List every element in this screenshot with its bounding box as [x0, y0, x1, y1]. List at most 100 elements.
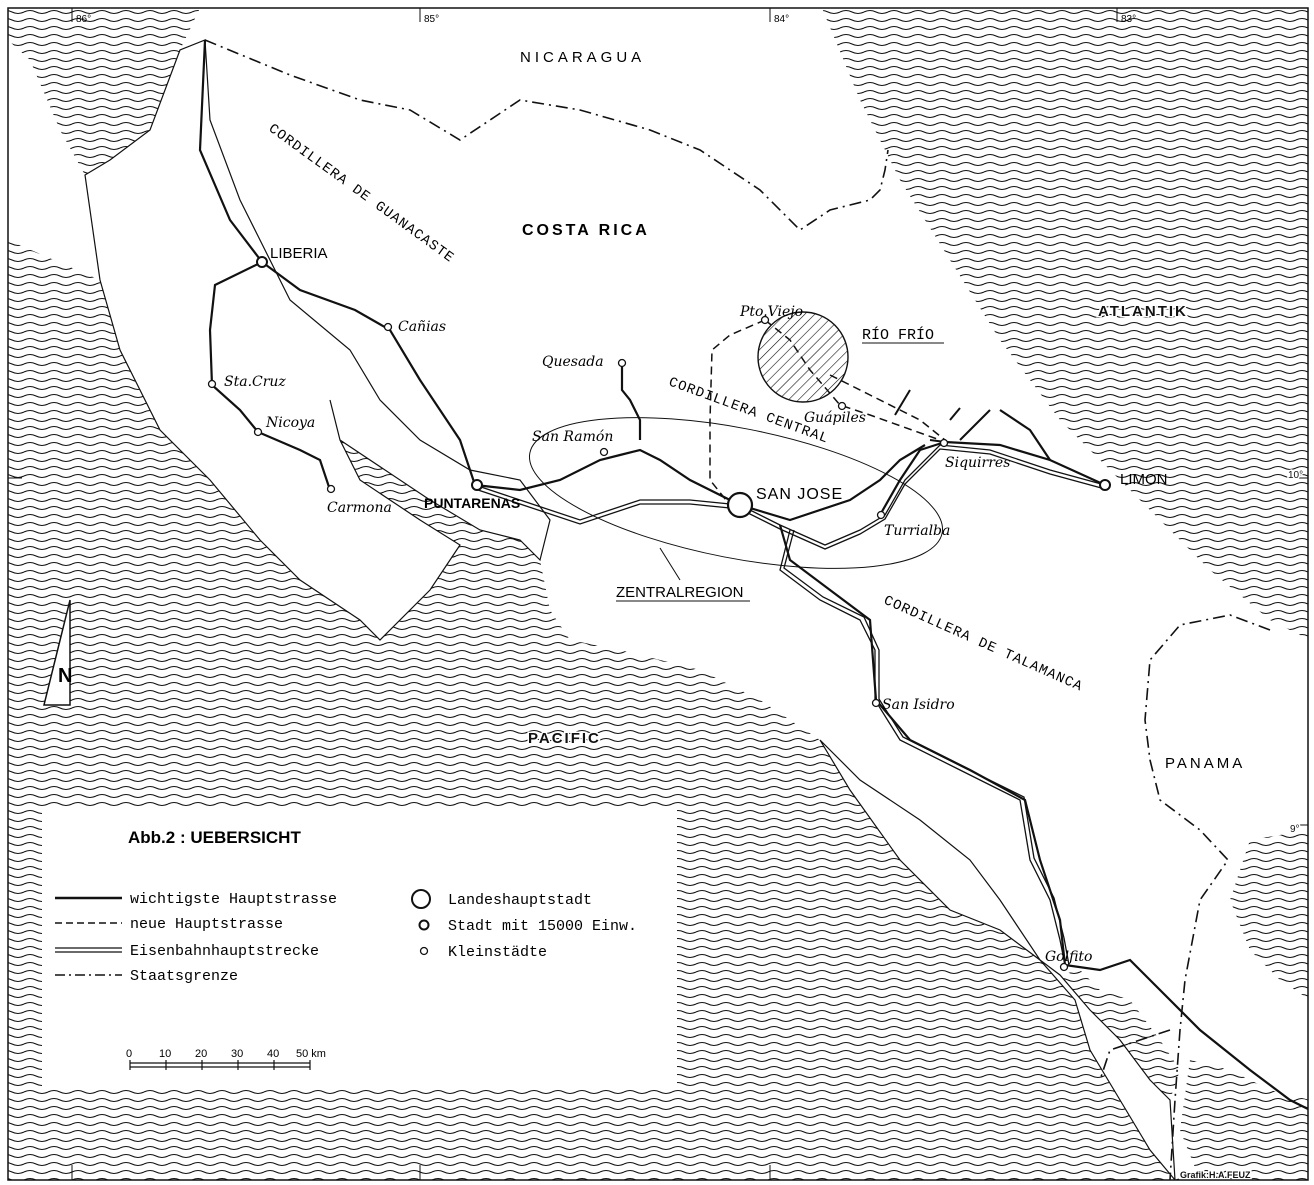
legend-swatch-town: [418, 919, 430, 931]
legend-point-0: Landeshauptstadt: [448, 892, 592, 909]
label-lon-85: 85°: [424, 14, 439, 25]
highway-limon: [944, 440, 1106, 487]
highway-turrialba: [879, 440, 946, 516]
label-lon-86: 86°: [76, 14, 91, 25]
label-guapiles: Guápiles: [804, 410, 866, 426]
scale-tick-3: 30: [231, 1048, 243, 1060]
legend-swatch-small-town: [419, 946, 429, 956]
scale-tick-5: 50 km: [296, 1048, 326, 1060]
legend-line-1: neue Hauptstrasse: [130, 916, 283, 933]
scale-tick-0: 0: [126, 1048, 132, 1060]
label-sta-cruz: Sta.Cruz: [224, 374, 286, 390]
railway-san-isidro: [779, 529, 1066, 966]
label-pacific: PACIFIC: [528, 730, 601, 747]
north-arrow-label: N: [58, 665, 72, 687]
new-highway-guapiles-2: [829, 374, 946, 441]
pacific-sea-northwest: [8, 8, 200, 175]
label-san-jose: SAN JOSE: [756, 486, 843, 503]
label-cordillera-talamanca: CORDILLERA DE TALAMANCA: [881, 593, 1085, 696]
marker-san-isidro: [871, 698, 881, 708]
legend-line-2: Eisenbahnhauptstrecke: [130, 943, 319, 960]
legend: Abb.2 : UEBERSICHT wichtigste Hauptstras…: [42, 808, 677, 1086]
legend-box: [42, 808, 677, 1086]
legend-line-0: wichtigste Hauptstrasse: [130, 891, 337, 908]
label-liberia: LIBERIA: [270, 245, 328, 262]
panama-coast-sea: [1180, 1060, 1308, 1180]
highway-interamericana: [198, 39, 477, 486]
scale-tick-4: 40: [267, 1048, 279, 1060]
marker-golfito: [1059, 962, 1069, 972]
main-highways: [198, 39, 1308, 1111]
pacific-sea-golfito: [1060, 970, 1180, 1100]
credit: Grafik:H.A.FEUZ: [1180, 1170, 1251, 1180]
marker-san-jose: [726, 491, 754, 519]
boundary-nicaragua: [204, 39, 889, 232]
label-canias: Cañias: [398, 319, 446, 335]
highway-san-isidro: [778, 524, 1308, 1111]
marker-liberia: [256, 256, 268, 268]
boundary-panama: [1144, 614, 1271, 1180]
marker-sta-cruz: [207, 379, 217, 389]
legend-point-1: Stadt mit 15000 Einw.: [448, 918, 637, 935]
scale-tick-1: 10: [159, 1048, 171, 1060]
zentralregion-pointer: [659, 547, 681, 581]
marker-pto-viejo: [760, 315, 770, 325]
railway-main: [474, 444, 1106, 546]
label-pto-viejo: Pto.Viejo: [739, 304, 803, 320]
scale-bar: 0 10 20 30 40 50 km: [126, 1048, 326, 1070]
map-frame: [7, 7, 1309, 1181]
label-nicoya: Nicoya: [265, 415, 315, 431]
label-turrialba: Turrialba: [884, 523, 950, 539]
highway-sanjose-cartago: [739, 444, 926, 522]
marker-quesada: [617, 358, 627, 368]
railway-lines: [474, 444, 1106, 966]
highway-quesada: [620, 365, 642, 440]
marker-carmona: [326, 484, 336, 494]
highway-puntarenas-sanjose: [474, 448, 741, 506]
label-zentralregion: ZENTRALREGION: [616, 584, 744, 601]
label-quesada: Quesada: [542, 354, 604, 370]
nicoya-peninsula: [84, 39, 551, 641]
marker-turrialba: [876, 510, 886, 520]
graticule: [8, 8, 1308, 1180]
marker-siquirres: [939, 438, 949, 448]
label-limon: LIMON: [1120, 471, 1168, 488]
north-arrow: N: [43, 599, 72, 706]
zentralregion-ellipse: [528, 417, 944, 569]
label-carmona: Carmona: [327, 500, 392, 516]
label-costa-rica: COSTA RICA: [522, 222, 650, 239]
marker-canias: [383, 322, 393, 332]
label-lat-9: 9°: [1290, 824, 1300, 835]
label-lat-10: 10°: [1288, 470, 1303, 481]
scale-tick-2: 20: [195, 1048, 207, 1060]
label-rio-frio: RÍO FRÍO: [862, 326, 934, 344]
marker-guapiles: [837, 401, 847, 411]
marker-puntarenas: [471, 479, 483, 491]
caribbean-sea: [822, 8, 1308, 639]
marker-san-ramon: [599, 447, 609, 457]
rio-frio-area: [757, 311, 849, 403]
legend-swatch-railway: [55, 947, 122, 953]
panama-gulf-sea: [1230, 830, 1308, 999]
legend-title: Abb.2 : UEBERSICHT: [128, 828, 301, 847]
osa-land: [819, 739, 1176, 1180]
legend-point-2: Kleinstädte: [448, 944, 547, 961]
label-san-isidro: San Isidro: [882, 697, 955, 713]
label-san-ramon: San Ramón: [532, 429, 613, 445]
marker-nicoya: [253, 427, 263, 437]
city-markers: [207, 256, 1111, 972]
label-lon-83: 83°: [1121, 14, 1136, 25]
marker-limon: [1099, 479, 1111, 491]
road-spurs: [894, 389, 991, 443]
new-highway-ptoviejo: [709, 319, 766, 506]
label-golfito: Golfito: [1045, 949, 1092, 965]
label-panama: PANAMA: [1165, 755, 1245, 772]
legend-line-3: Staatsgrenze: [130, 968, 238, 985]
label-puntarenas: PUNTARENAS: [424, 495, 520, 511]
highway-siquirres-spur: [999, 409, 1051, 461]
label-atlantik: ATLANTIK: [1098, 303, 1188, 320]
legend-swatch-capital: [411, 889, 431, 909]
state-boundaries: [204, 39, 1271, 1180]
highway-nicoya: [208, 261, 332, 491]
